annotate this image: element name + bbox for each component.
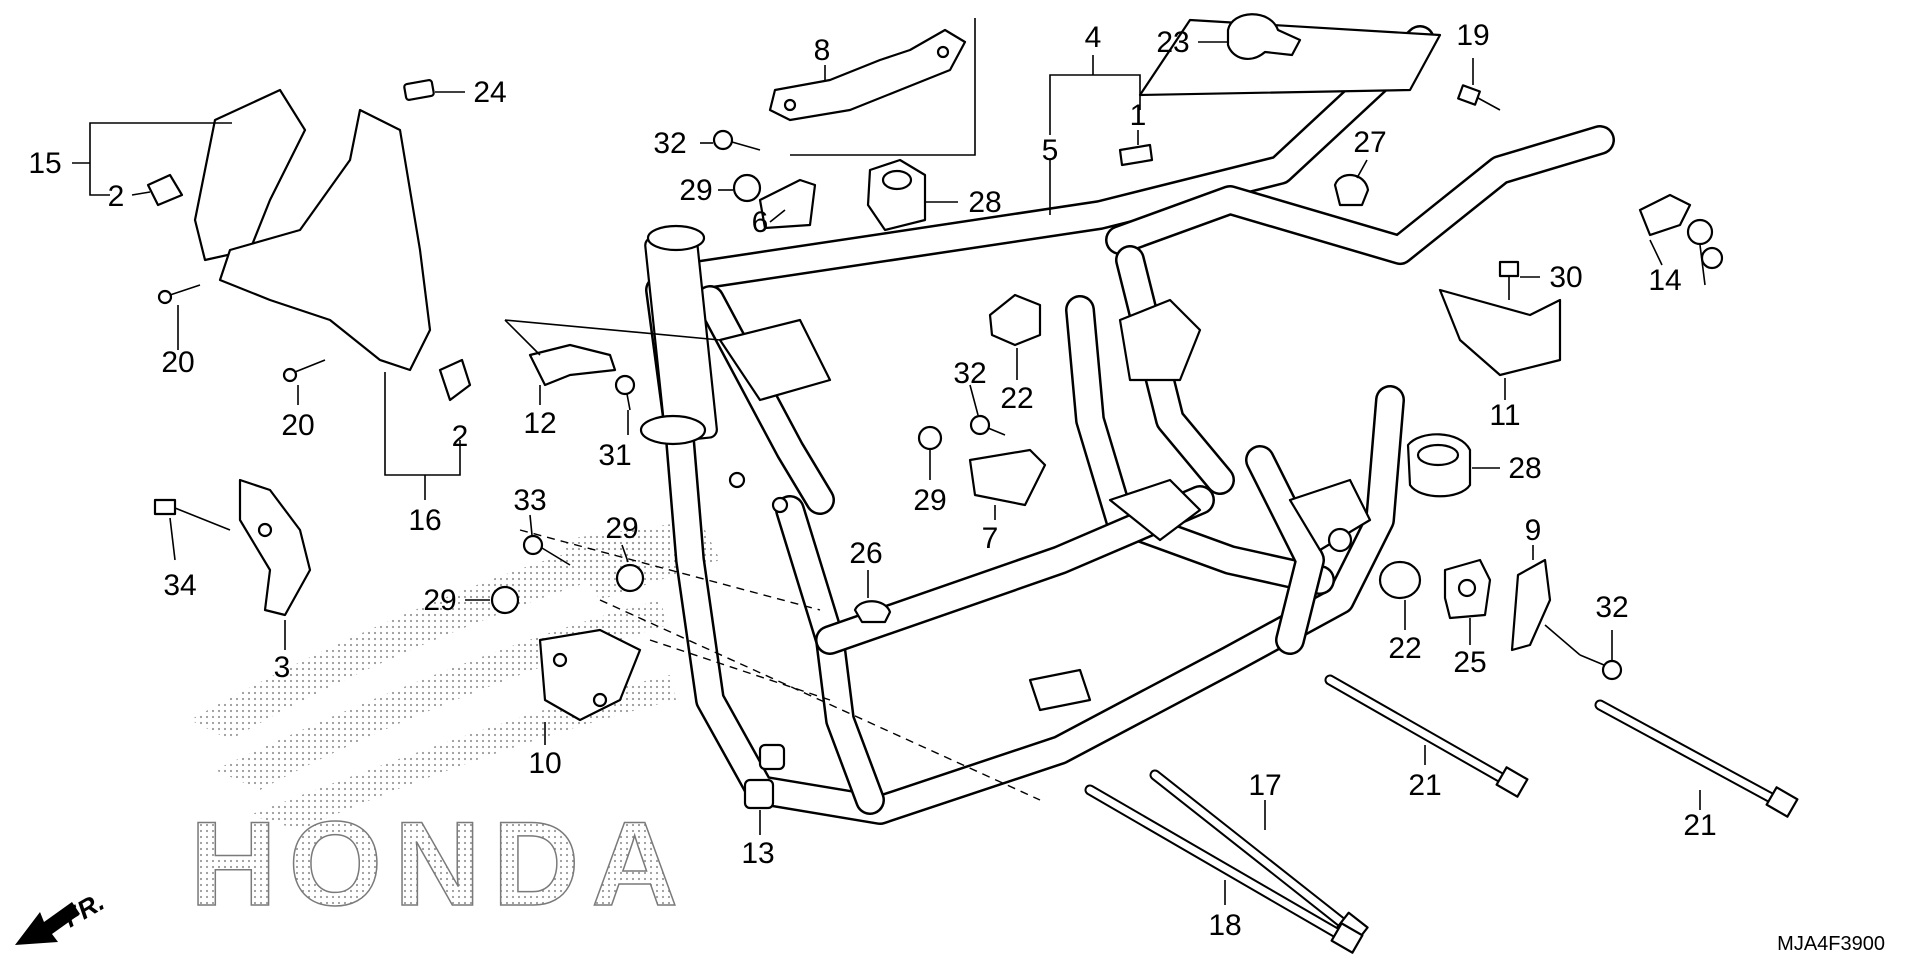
front-marker-label: FR. xyxy=(58,886,109,933)
callout-2-top: 2 xyxy=(108,180,125,213)
callout-21-right: 21 xyxy=(1683,809,1716,842)
callout-32-mid: 32 xyxy=(953,357,986,390)
callout-16: 16 xyxy=(408,504,441,537)
callout-5: 5 xyxy=(1042,134,1059,167)
callout-32-right: 32 xyxy=(1595,591,1628,624)
callout-21-left: 21 xyxy=(1408,769,1441,802)
callout-7: 7 xyxy=(982,522,999,555)
bolt-30 xyxy=(1498,260,1520,300)
rubber-24 xyxy=(403,79,435,101)
bracket-8-box xyxy=(790,18,976,156)
callout-25: 25 xyxy=(1453,646,1486,679)
bolt-32-top xyxy=(712,129,761,151)
bolt-21-right xyxy=(1594,699,1799,818)
callout-17: 17 xyxy=(1248,769,1281,802)
callout-26: 26 xyxy=(849,537,882,570)
leader-lines xyxy=(72,41,1701,905)
bolt-21-left xyxy=(1324,674,1529,798)
side-cover-16 xyxy=(218,108,432,372)
clamp-27 xyxy=(1333,174,1370,207)
callout-28-top: 28 xyxy=(968,186,1001,219)
bracket-7 xyxy=(968,448,1047,507)
callout-6: 6 xyxy=(752,206,769,239)
bolt-32-mid xyxy=(969,414,1006,436)
side-cover-15 xyxy=(193,88,307,262)
bracket-9 xyxy=(1510,558,1552,652)
bracket-3 xyxy=(238,478,312,617)
alignment-lines xyxy=(519,529,1041,801)
callout-32-top: 32 xyxy=(653,127,686,160)
nut-29-mid xyxy=(917,425,943,451)
rubber-1 xyxy=(1118,143,1154,167)
clamp-25 xyxy=(1443,558,1492,620)
bolt-31 xyxy=(614,374,636,411)
callout-2-bottom: 2 xyxy=(452,420,469,453)
bracket-12 xyxy=(528,343,617,387)
screw-20b xyxy=(282,359,326,383)
honda-watermark-text: HONDA xyxy=(190,797,690,931)
callout-24: 24 xyxy=(473,76,506,109)
callout-29-top: 29 xyxy=(679,174,712,207)
callout-labels: 1 2 2 3 4 5 6 7 8 9 10 11 12 13 14 15 16… xyxy=(28,19,1716,942)
clamp-28-right xyxy=(1406,433,1472,498)
bracket-8 xyxy=(768,28,967,122)
callout-1: 1 xyxy=(1130,99,1147,132)
grommet-2-bottom xyxy=(438,358,472,402)
grommet-22-top xyxy=(988,293,1042,347)
callout-11: 11 xyxy=(1489,399,1520,432)
callout-28-right: 28 xyxy=(1508,452,1541,485)
callout-29-mid: 29 xyxy=(913,484,946,517)
callout-33: 33 xyxy=(513,484,546,517)
nut-29-top xyxy=(732,173,762,203)
grommet-2-top xyxy=(146,173,184,207)
bolt-32-right xyxy=(1579,654,1623,681)
front-direction-marker: FR. xyxy=(15,886,109,945)
callout-8: 8 xyxy=(814,34,831,67)
bracket-6 xyxy=(758,178,817,230)
callout-29-left: 29 xyxy=(423,584,456,617)
callout-13: 13 xyxy=(741,837,774,870)
callout-9: 9 xyxy=(1525,514,1542,547)
bolt-18 xyxy=(1084,784,1364,954)
clamp-23 xyxy=(1226,13,1302,61)
callout-15: 15 xyxy=(28,147,61,180)
main-frame xyxy=(639,18,1615,825)
bracket-10 xyxy=(538,628,642,722)
callout-27: 27 xyxy=(1353,126,1386,159)
callout-31: 31 xyxy=(598,439,631,472)
clamp-26 xyxy=(853,600,892,624)
nut-29-left xyxy=(490,585,520,615)
bolt-34 xyxy=(153,498,231,531)
key-lock-14 xyxy=(1638,193,1724,286)
callout-22-right: 22 xyxy=(1388,632,1421,665)
callout-10: 10 xyxy=(528,747,561,780)
collar-13 xyxy=(743,743,786,810)
bracket-11 xyxy=(1438,288,1562,377)
bolt-19 xyxy=(1457,84,1501,111)
callout-19: 19 xyxy=(1456,19,1489,52)
bolt-33 xyxy=(522,534,571,566)
front-arrow-icon xyxy=(15,902,80,945)
diagram-code: MJA4F3900 xyxy=(1777,933,1885,955)
callout-18: 18 xyxy=(1208,909,1241,942)
callout-30: 30 xyxy=(1549,261,1582,294)
callout-34: 34 xyxy=(163,569,196,602)
callout-29-center: 29 xyxy=(605,512,638,545)
callout-3: 3 xyxy=(274,651,291,684)
callout-14: 14 xyxy=(1648,264,1681,297)
callout-4: 4 xyxy=(1085,21,1102,54)
clamp-28-top xyxy=(866,158,927,232)
callout-22-top: 22 xyxy=(1000,382,1033,415)
nut-29-center xyxy=(615,563,645,593)
callout-20-top: 20 xyxy=(161,346,194,379)
callout-12: 12 xyxy=(523,407,556,440)
callout-20-bottom: 20 xyxy=(281,409,314,442)
grommet-22-right xyxy=(1378,560,1422,600)
screw-20a xyxy=(157,284,201,305)
callout-23: 23 xyxy=(1156,26,1189,59)
